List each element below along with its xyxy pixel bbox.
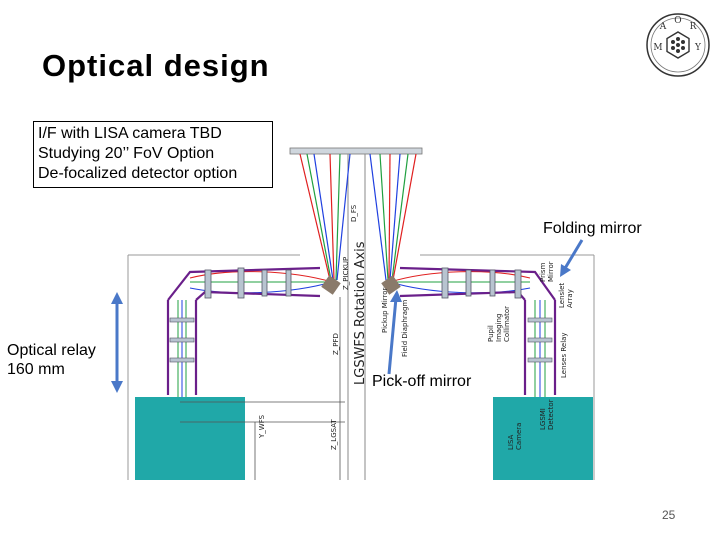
dimension-lines [180, 297, 345, 480]
pickup-mirror-left [321, 275, 341, 295]
field-diaphragm-label: Field Diaphragm [401, 300, 409, 357]
slide-title: Optical design [42, 48, 270, 83]
pickup-mirror-label: Pickup Mirror [381, 287, 389, 333]
entrance-window [289, 147, 423, 155]
logo-letter: Y [694, 43, 702, 53]
pickup-mirror-right [381, 275, 401, 295]
pupil-label: Pupil [487, 325, 495, 342]
ywfs-label: Y_WFS [258, 414, 266, 439]
logo-letter: A [659, 22, 667, 32]
note-line: Studying 20’’ FoV Option [38, 145, 215, 162]
pickoff-mirror-label: Pick-off mirror [372, 373, 472, 390]
pickoff-arrow-icon [387, 290, 402, 375]
ray-bundle-left [299, 153, 351, 281]
note-line: I/F with LISA camera TBD [38, 125, 222, 142]
array-label: Array [566, 289, 574, 308]
logo-letter: R [690, 22, 697, 32]
right-arm-rays [389, 271, 531, 294]
lisa-camera-block [135, 397, 245, 480]
lens-elements [204, 267, 522, 299]
left-relay-rays [169, 300, 195, 400]
relay-arrow-icon [111, 292, 123, 393]
lgsmi-label: LGSMI [539, 408, 547, 430]
optical-relay-line: Optical relay [7, 342, 96, 359]
collimator-label: Collimator [503, 306, 511, 342]
folding-mirror-label: Folding mirror [543, 220, 642, 237]
mirror-label: Mirror [547, 261, 555, 282]
lenslet-label: Lenslet [558, 283, 566, 308]
dfs-label: D_FS [350, 204, 358, 222]
prism-label: Prism [539, 262, 547, 282]
notes-box: I/F with LISA camera TBD Studying 20’’ F… [33, 121, 273, 188]
lisa-label: LISA [507, 434, 515, 450]
lenses-relay-label: Lenses Relay [560, 332, 568, 378]
logo-letter: O [674, 16, 681, 26]
logo-letter: M [653, 43, 662, 53]
camera-label: Camera [515, 423, 523, 450]
folding-mirror-arrow-icon [560, 239, 584, 277]
detector-label: Detector [547, 399, 555, 430]
rotation-axis-label: LGSWFS Rotation Axis [353, 241, 368, 385]
optical-relay-label: Optical relay 160 mm [7, 341, 96, 379]
lgsmi-detector-block [493, 397, 593, 480]
maory-logo-icon: M A O R Y [646, 13, 710, 77]
optical-relay-line: 160 mm [7, 361, 65, 378]
zpickup-label: Z_PICKUP [342, 257, 350, 290]
ray-bundle-right [369, 153, 417, 281]
right-relay-rays [527, 300, 553, 400]
imaging-label: Imaging [495, 314, 503, 342]
page-number: 25 [662, 508, 676, 522]
note-line: De-focalized detector option [38, 165, 238, 182]
zpfd-label: Z_PFD [332, 333, 340, 355]
zlgsat-label: Z_LGSAT [330, 419, 338, 450]
